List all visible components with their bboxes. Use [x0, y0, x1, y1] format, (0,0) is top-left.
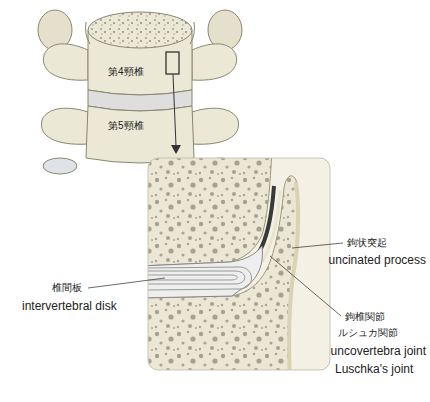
part-label: 椎間板 [52, 282, 82, 294]
vertebra-label: 第4頸椎 [108, 66, 144, 78]
part-label: ルシュカ関節 [338, 327, 398, 339]
part-label: intervertebral disk [22, 299, 117, 313]
part-label: 鉤椎関節 [345, 311, 385, 323]
part-label: Luschka's joint [335, 362, 413, 376]
part-label: uncinated process [329, 253, 426, 267]
part-label: 鉤状突起 [347, 237, 387, 249]
part-label: uncovertebra joint [331, 344, 426, 358]
vertebra-label: 第5頸椎 [108, 120, 144, 132]
